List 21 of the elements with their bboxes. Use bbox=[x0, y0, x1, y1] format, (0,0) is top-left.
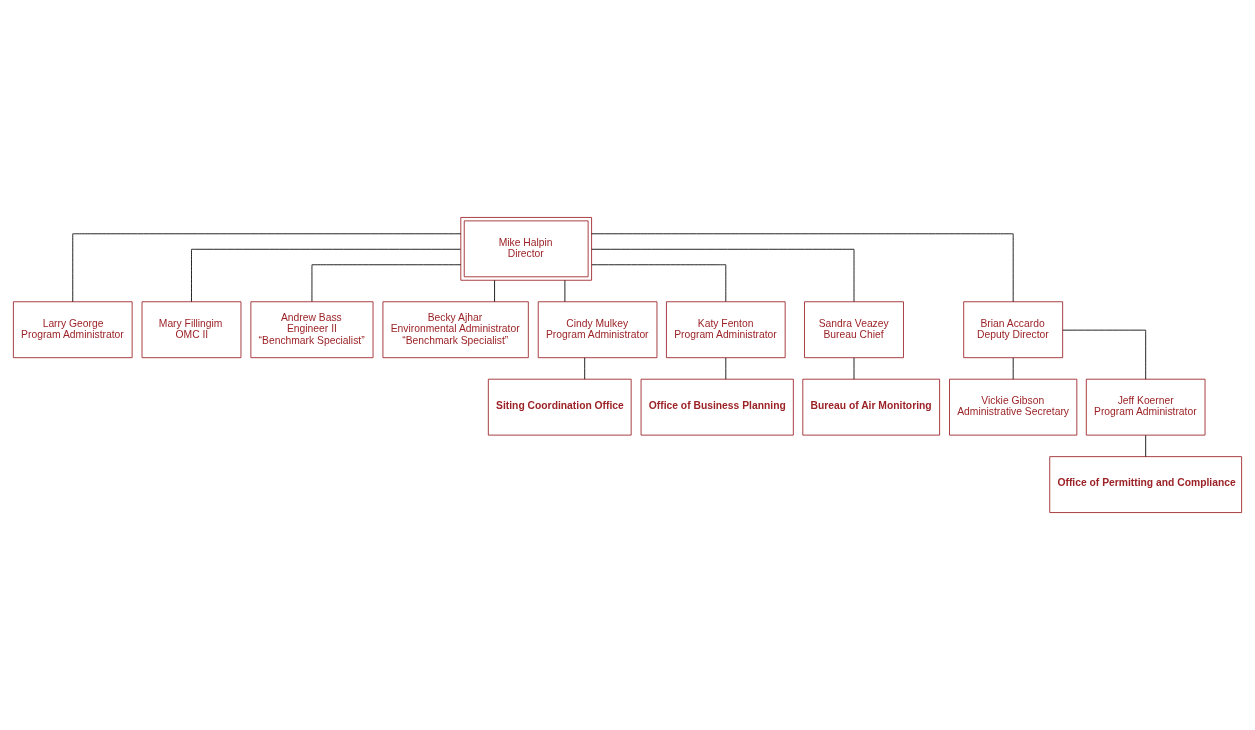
node-box: Mary Fillingim OMC II bbox=[141, 301, 242, 359]
node-box: Andrew Bass Engineer II “Benchmark Specialist” bbox=[250, 301, 374, 359]
node-box: Jeff Koerner Program Administrator bbox=[1085, 378, 1206, 436]
node-box: Becky Ajhar Environmental Administrator “Benchmark Specialist” bbox=[382, 301, 529, 359]
node-box: Larry George Program Administrator bbox=[12, 301, 133, 359]
connector bbox=[494, 279, 495, 303]
connector bbox=[191, 248, 461, 302]
connector bbox=[591, 248, 855, 302]
node-box: Cindy Mulkey Program Administrator bbox=[537, 301, 658, 359]
connector bbox=[584, 357, 586, 380]
node-box: Office of Business Planning bbox=[640, 378, 794, 436]
node-box: Katy Fenton Program Administrator bbox=[666, 301, 786, 359]
node-box: Sandra Veazey Bureau Chief bbox=[804, 301, 904, 359]
node-box: Office of Permitting and Compliance bbox=[1049, 456, 1243, 513]
node-box: Bureau of Air Monitoring bbox=[802, 378, 941, 436]
connector bbox=[1062, 329, 1147, 380]
node-box: Siting Coordination Office bbox=[487, 378, 632, 436]
connector bbox=[1145, 434, 1147, 457]
connector bbox=[591, 264, 727, 302]
node-box: Brian Accardo Deputy Director bbox=[963, 301, 1064, 359]
node-box: Vickie Gibson Administrative Secretary bbox=[949, 378, 1078, 436]
